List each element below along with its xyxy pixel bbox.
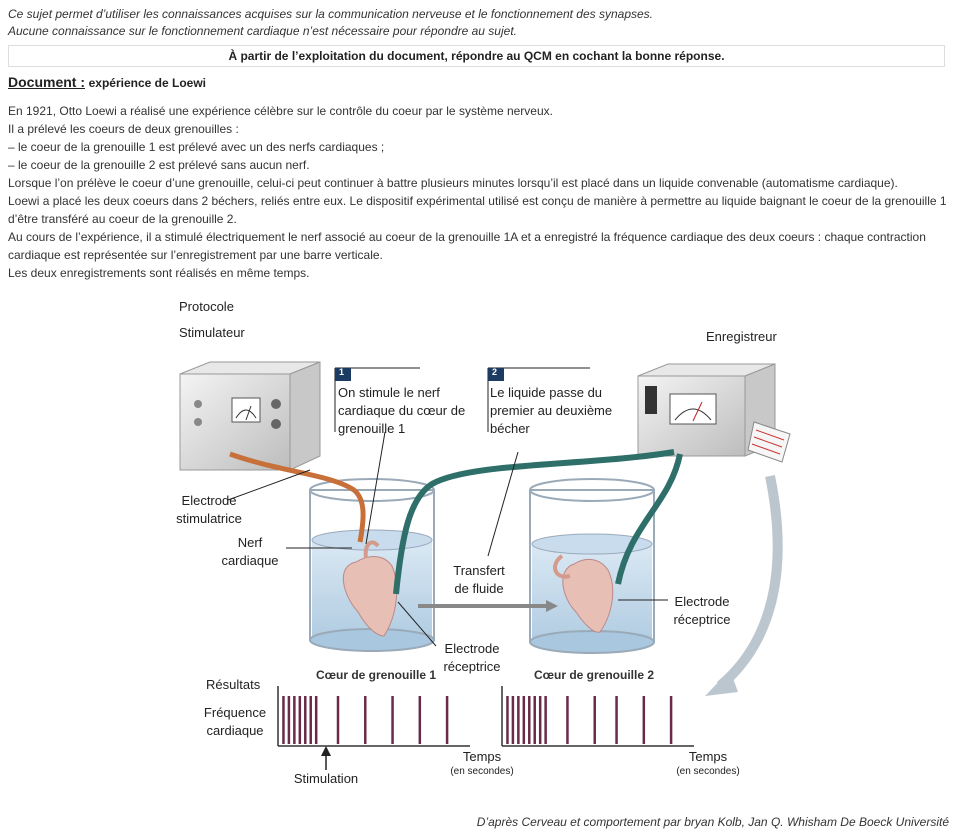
stimulating-wire [229,451,366,543]
paragraph: Au cours de l’expérience, il a stimulé é… [8,230,926,262]
step-1-number: 1 [339,367,345,377]
step-2-number: 2 [492,367,498,377]
paragraph: Il a prélevé les coeurs de deux grenouil… [8,122,239,136]
recording-heart-1 [277,686,470,747]
loewi-experiment-figure: Protocole Stimulateur Enregistreur 1 On … [170,294,810,794]
paragraph: En 1921, Otto Loewi a réalisé une expéri… [8,104,553,118]
stimulating-electrode-label: Electrode stimulatrice [176,493,242,526]
nerve-label: Nerf cardiaque [221,535,279,568]
time-axis-1-unit: (en secondes) [450,766,514,777]
heart-1-label: Cœur de grenouille 1 [316,668,437,682]
paragraph: – le coeur de la grenouille 1 est prélev… [8,140,385,154]
recording-arrow [716,475,783,690]
document-heading: Document : expérience de Loewi [8,74,206,90]
heart-rate-label: Fréquence cardiaque [203,705,267,738]
step-1-badge [335,368,351,381]
document-label: Document : [8,74,85,90]
results-label: Résultats [206,677,261,692]
stimulator-device [179,361,321,471]
intro-text: Ce sujet permet d’utiliser les connaissa… [8,6,653,40]
document-body: En 1921, Otto Loewi a réalisé une expéri… [8,102,953,282]
time-axis-2-label: Temps [688,749,728,764]
source-credit: D’après Cerveau et comportement par brya… [476,815,949,829]
recorder-device [637,363,791,463]
intro-line-1: Ce sujet permet d’utiliser les connaissa… [8,7,653,21]
step-2-badge [488,368,504,381]
beaker-2 [529,478,655,654]
step-1-text: On stimule le nerf cardiaque du cœur de … [338,385,466,436]
figure-illustration [179,361,791,770]
time-axis-2-unit: (en secondes) [676,766,740,777]
paragraph: Lorsque l’on prélève le coeur d’une gren… [8,176,898,190]
paragraph: Les deux enregistrements sont réalisés e… [8,266,310,280]
recording-heart-2 [501,686,694,747]
document-title: expérience de Loewi [88,76,207,90]
recorder-label: Enregistreur [706,329,777,344]
time-axis-1-label: Temps [462,749,502,764]
receiving-electrode-1-label: Electrode réceptrice [443,641,501,674]
step-2-text: Le liquide passe du premier au deuxième … [490,385,613,436]
recording-wire-1 [393,449,675,595]
fluid-transfer-label: Transfert de fluide [453,563,505,596]
intro-line-2: Aucune connaissance sur le fonctionnemen… [8,24,517,38]
paragraph: Loewi a placé les deux coeurs dans 2 béc… [8,194,947,226]
protocole-label: Protocole [179,299,234,314]
stimulation-label: Stimulation [293,771,359,786]
receiving-electrode-2-label: Electrode réceptrice [673,594,731,627]
recording-wire-2 [615,453,683,585]
stimulator-label: Stimulateur [179,325,245,340]
heart-2-label: Cœur de grenouille 2 [534,668,655,682]
paragraph: – le coeur de la grenouille 2 est prélev… [8,158,310,172]
instruction-banner: À partir de l’exploitation du document, … [8,45,945,67]
